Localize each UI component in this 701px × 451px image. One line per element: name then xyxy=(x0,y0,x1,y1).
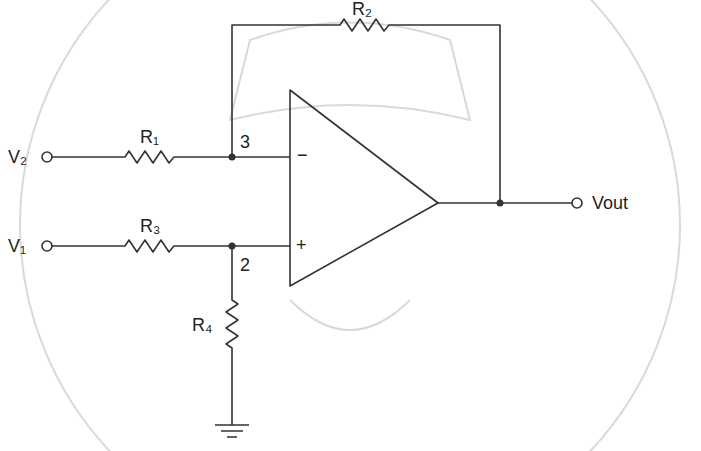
signal-name: V₂ xyxy=(8,148,27,166)
junction-dot xyxy=(229,243,236,250)
node-number: 2 xyxy=(240,256,250,274)
resistor-label: R₃ xyxy=(140,217,160,235)
feedback-wire xyxy=(232,19,500,203)
noninverting-input-wire xyxy=(52,240,290,252)
junction-dot xyxy=(497,200,504,207)
pin-sign: − xyxy=(297,146,308,164)
ground-resistor-wire xyxy=(226,246,238,425)
op-amp-symbol xyxy=(290,90,438,286)
junction-dot xyxy=(229,154,236,161)
inverting-input-wire xyxy=(52,151,290,163)
node-number: 3 xyxy=(240,133,250,151)
input-terminal xyxy=(42,241,52,251)
resistor-label: R₄ xyxy=(192,316,212,334)
watermark-seal xyxy=(20,0,680,451)
input-terminal xyxy=(42,152,52,162)
signal-name: V₁ xyxy=(8,237,26,255)
signal-name: Vout xyxy=(592,194,628,212)
ground-symbol xyxy=(215,425,249,437)
output-wire xyxy=(438,202,572,204)
resistor-label: R₁ xyxy=(140,128,159,146)
pin-sign: + xyxy=(296,236,307,254)
resistor-label: R₂ xyxy=(352,0,372,18)
output-terminal xyxy=(572,198,582,208)
